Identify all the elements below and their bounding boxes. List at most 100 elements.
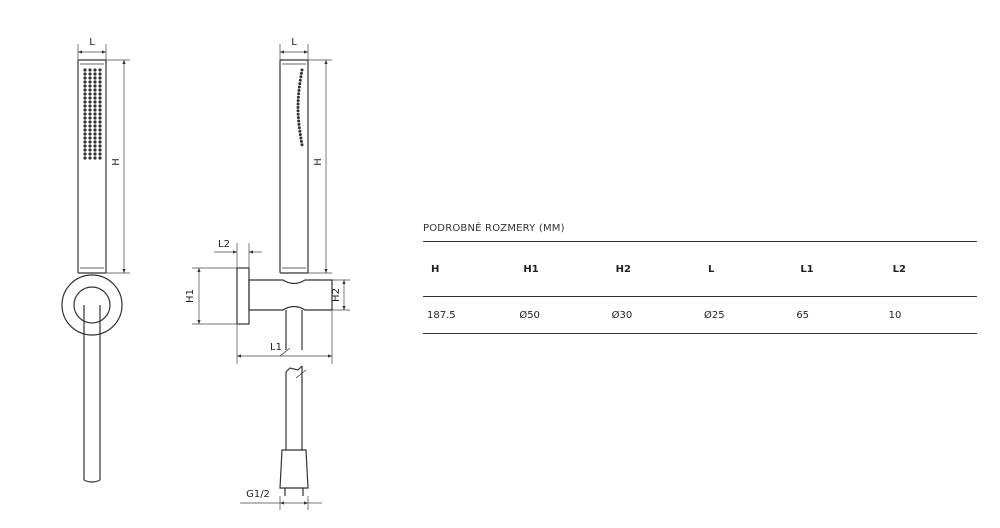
- spray-dot: [300, 68, 304, 72]
- front-view: [61, 59, 123, 483]
- spray-dot: [98, 156, 102, 160]
- table-cell: 65: [796, 309, 810, 321]
- spray-dot: [93, 132, 97, 136]
- spray-dot: [98, 152, 102, 156]
- spray-dot: [98, 128, 102, 132]
- spray-dot: [88, 120, 92, 124]
- spray-dot: [297, 88, 301, 92]
- spray-dot: [88, 100, 92, 104]
- spray-dot: [98, 76, 102, 80]
- spray-dot: [83, 112, 87, 116]
- col-header: H2: [615, 263, 631, 275]
- spray-dot: [98, 88, 102, 92]
- side-width-label: L: [291, 37, 297, 48]
- spray-dot: [88, 72, 92, 76]
- spray-dot: [83, 76, 87, 80]
- spray-dot: [93, 144, 97, 148]
- dimensions-table: H H1 H2 L L1 L2 187.5 Ø50 Ø30 Ø25 65 10: [423, 241, 977, 334]
- spray-dot: [296, 112, 300, 116]
- spray-dot: [93, 92, 97, 96]
- h2-label: H2: [331, 288, 342, 302]
- side-view: [236, 59, 333, 496]
- spray-dot: [299, 75, 303, 79]
- spray-dot: [93, 88, 97, 92]
- spray-dot: [88, 88, 92, 92]
- spray-dot: [83, 152, 87, 156]
- spray-dot: [83, 156, 87, 160]
- side-height-label: H: [313, 158, 324, 166]
- spray-dot: [98, 108, 102, 112]
- spray-dot: [88, 68, 92, 72]
- spray-dot: [83, 80, 87, 84]
- spray-dot: [83, 96, 87, 100]
- side-dimensions: [192, 44, 350, 510]
- spray-dots-front: [83, 68, 102, 160]
- spray-dot: [83, 140, 87, 144]
- spray-dot: [93, 104, 97, 108]
- spray-dot: [88, 144, 92, 148]
- spray-dot: [98, 112, 102, 116]
- col-header: L1: [800, 263, 814, 275]
- col-header: H1: [523, 263, 539, 275]
- spray-dot: [83, 84, 87, 88]
- front-dimensions: [77, 44, 130, 274]
- l1-label: L1: [270, 342, 282, 353]
- spray-dot: [296, 99, 300, 103]
- spray-dot: [98, 104, 102, 108]
- spray-dot: [88, 156, 92, 160]
- spray-dot: [83, 108, 87, 112]
- spray-dot: [93, 136, 97, 140]
- spray-dot: [83, 92, 87, 96]
- spray-dot: [93, 76, 97, 80]
- spray-dot: [88, 116, 92, 120]
- spray-dot: [88, 96, 92, 100]
- spray-dot: [88, 104, 92, 108]
- table-row: 187.5 Ø50 Ø30 Ø25 65 10: [423, 297, 977, 334]
- col-header: L2: [892, 263, 906, 275]
- spec-title: PODROBNÉ ROZMERY (MM): [423, 223, 565, 234]
- h1-label: H1: [185, 289, 196, 303]
- spray-dot: [88, 84, 92, 88]
- spray-dot: [299, 136, 303, 140]
- spray-dot: [93, 100, 97, 104]
- spray-dot: [98, 116, 102, 120]
- spray-dot: [297, 119, 301, 123]
- spray-dot: [98, 96, 102, 100]
- spray-dot: [299, 71, 303, 75]
- spray-dot: [93, 148, 97, 152]
- spray-dot: [88, 80, 92, 84]
- spray-dot: [98, 92, 102, 96]
- spray-dot: [93, 156, 97, 160]
- front-width-label: L: [89, 37, 95, 48]
- table-cell: Ø25: [703, 309, 725, 321]
- spray-dot: [98, 72, 102, 76]
- spray-dot: [93, 96, 97, 100]
- spray-dot: [88, 124, 92, 128]
- technical-drawing: L H: [61, 37, 350, 510]
- spray-dot: [88, 148, 92, 152]
- spray-dot: [98, 144, 102, 148]
- spray-dot: [93, 84, 97, 88]
- spray-dot: [93, 80, 97, 84]
- spray-dot: [88, 76, 92, 80]
- spray-dot: [83, 144, 87, 148]
- spray-dot: [98, 136, 102, 140]
- spray-dot: [88, 108, 92, 112]
- spray-dot: [93, 152, 97, 156]
- spray-dot: [296, 105, 300, 109]
- spray-dot: [88, 152, 92, 156]
- spray-dot: [83, 104, 87, 108]
- spray-dot: [298, 78, 302, 82]
- spray-dot: [83, 124, 87, 128]
- spray-dot: [98, 100, 102, 104]
- spray-dot: [98, 120, 102, 124]
- table-header-row: H H1 H2 L L1 L2: [423, 241, 977, 297]
- spray-dot: [93, 116, 97, 120]
- spray-dot: [296, 95, 300, 99]
- spray-dot: [300, 143, 304, 147]
- spray-dot: [93, 140, 97, 144]
- spray-dot: [98, 140, 102, 144]
- spray-dot: [83, 88, 87, 92]
- table-cell: Ø30: [611, 309, 633, 321]
- spray-dot: [88, 140, 92, 144]
